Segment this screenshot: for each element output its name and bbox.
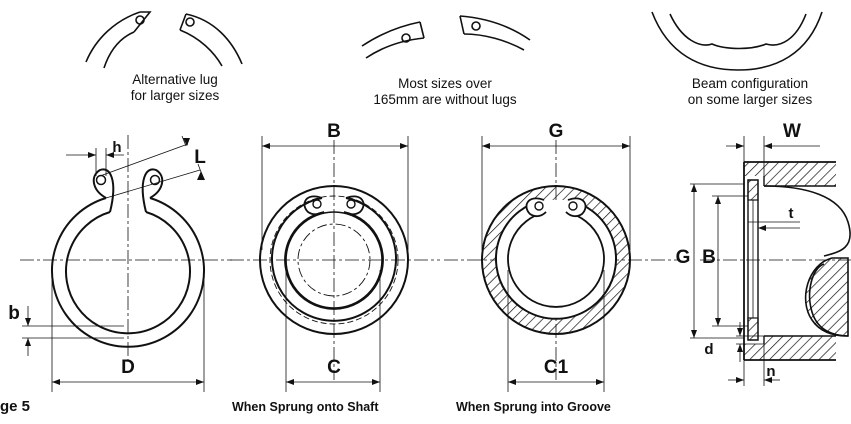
- label-n: n: [766, 363, 776, 380]
- label-D: D: [121, 357, 135, 378]
- no-lug-illustration: [361, 15, 531, 59]
- caption-shaft: When Sprung onto Shaft: [232, 400, 379, 414]
- label-h: h: [112, 139, 122, 156]
- alternative-lug-illustration: [85, 11, 243, 69]
- caption-line: 165mm are without lugs: [373, 92, 517, 107]
- caption-line: for larger sizes: [130, 88, 220, 103]
- label-W: W: [783, 121, 801, 142]
- label-t: t: [788, 205, 794, 222]
- section-figure: [690, 136, 851, 386]
- caption-beam-configuration: Beam configuration on some larger sizes: [660, 76, 840, 108]
- caption-line: Most sizes over: [398, 76, 492, 91]
- shaft-figure: [230, 136, 440, 392]
- caption-line: Alternative lug: [132, 72, 218, 87]
- label-b: b: [8, 303, 20, 324]
- caption-most-sizes: Most sizes over 165mm are without lugs: [350, 76, 540, 108]
- caption-line: Beam configuration: [691, 76, 809, 91]
- groove-figure: [444, 136, 680, 392]
- circlip-ring-figure: [20, 135, 232, 392]
- caption-alternative-lug: Alternative lug for larger sizes: [100, 72, 250, 104]
- label-C1: C1: [543, 357, 569, 378]
- label-L: L: [194, 147, 206, 168]
- caption-groove: When Sprung into Groove: [456, 400, 611, 414]
- label-G-section: G: [675, 247, 691, 268]
- figure-number: ge 5: [0, 398, 31, 415]
- label-B: B: [327, 121, 341, 142]
- beam-illustration: [651, 11, 823, 71]
- label-G: G: [548, 121, 564, 142]
- label-C: C: [327, 357, 341, 378]
- label-d: d: [704, 341, 714, 358]
- caption-line: on some larger sizes: [687, 92, 813, 107]
- label-B-section: B: [702, 247, 716, 268]
